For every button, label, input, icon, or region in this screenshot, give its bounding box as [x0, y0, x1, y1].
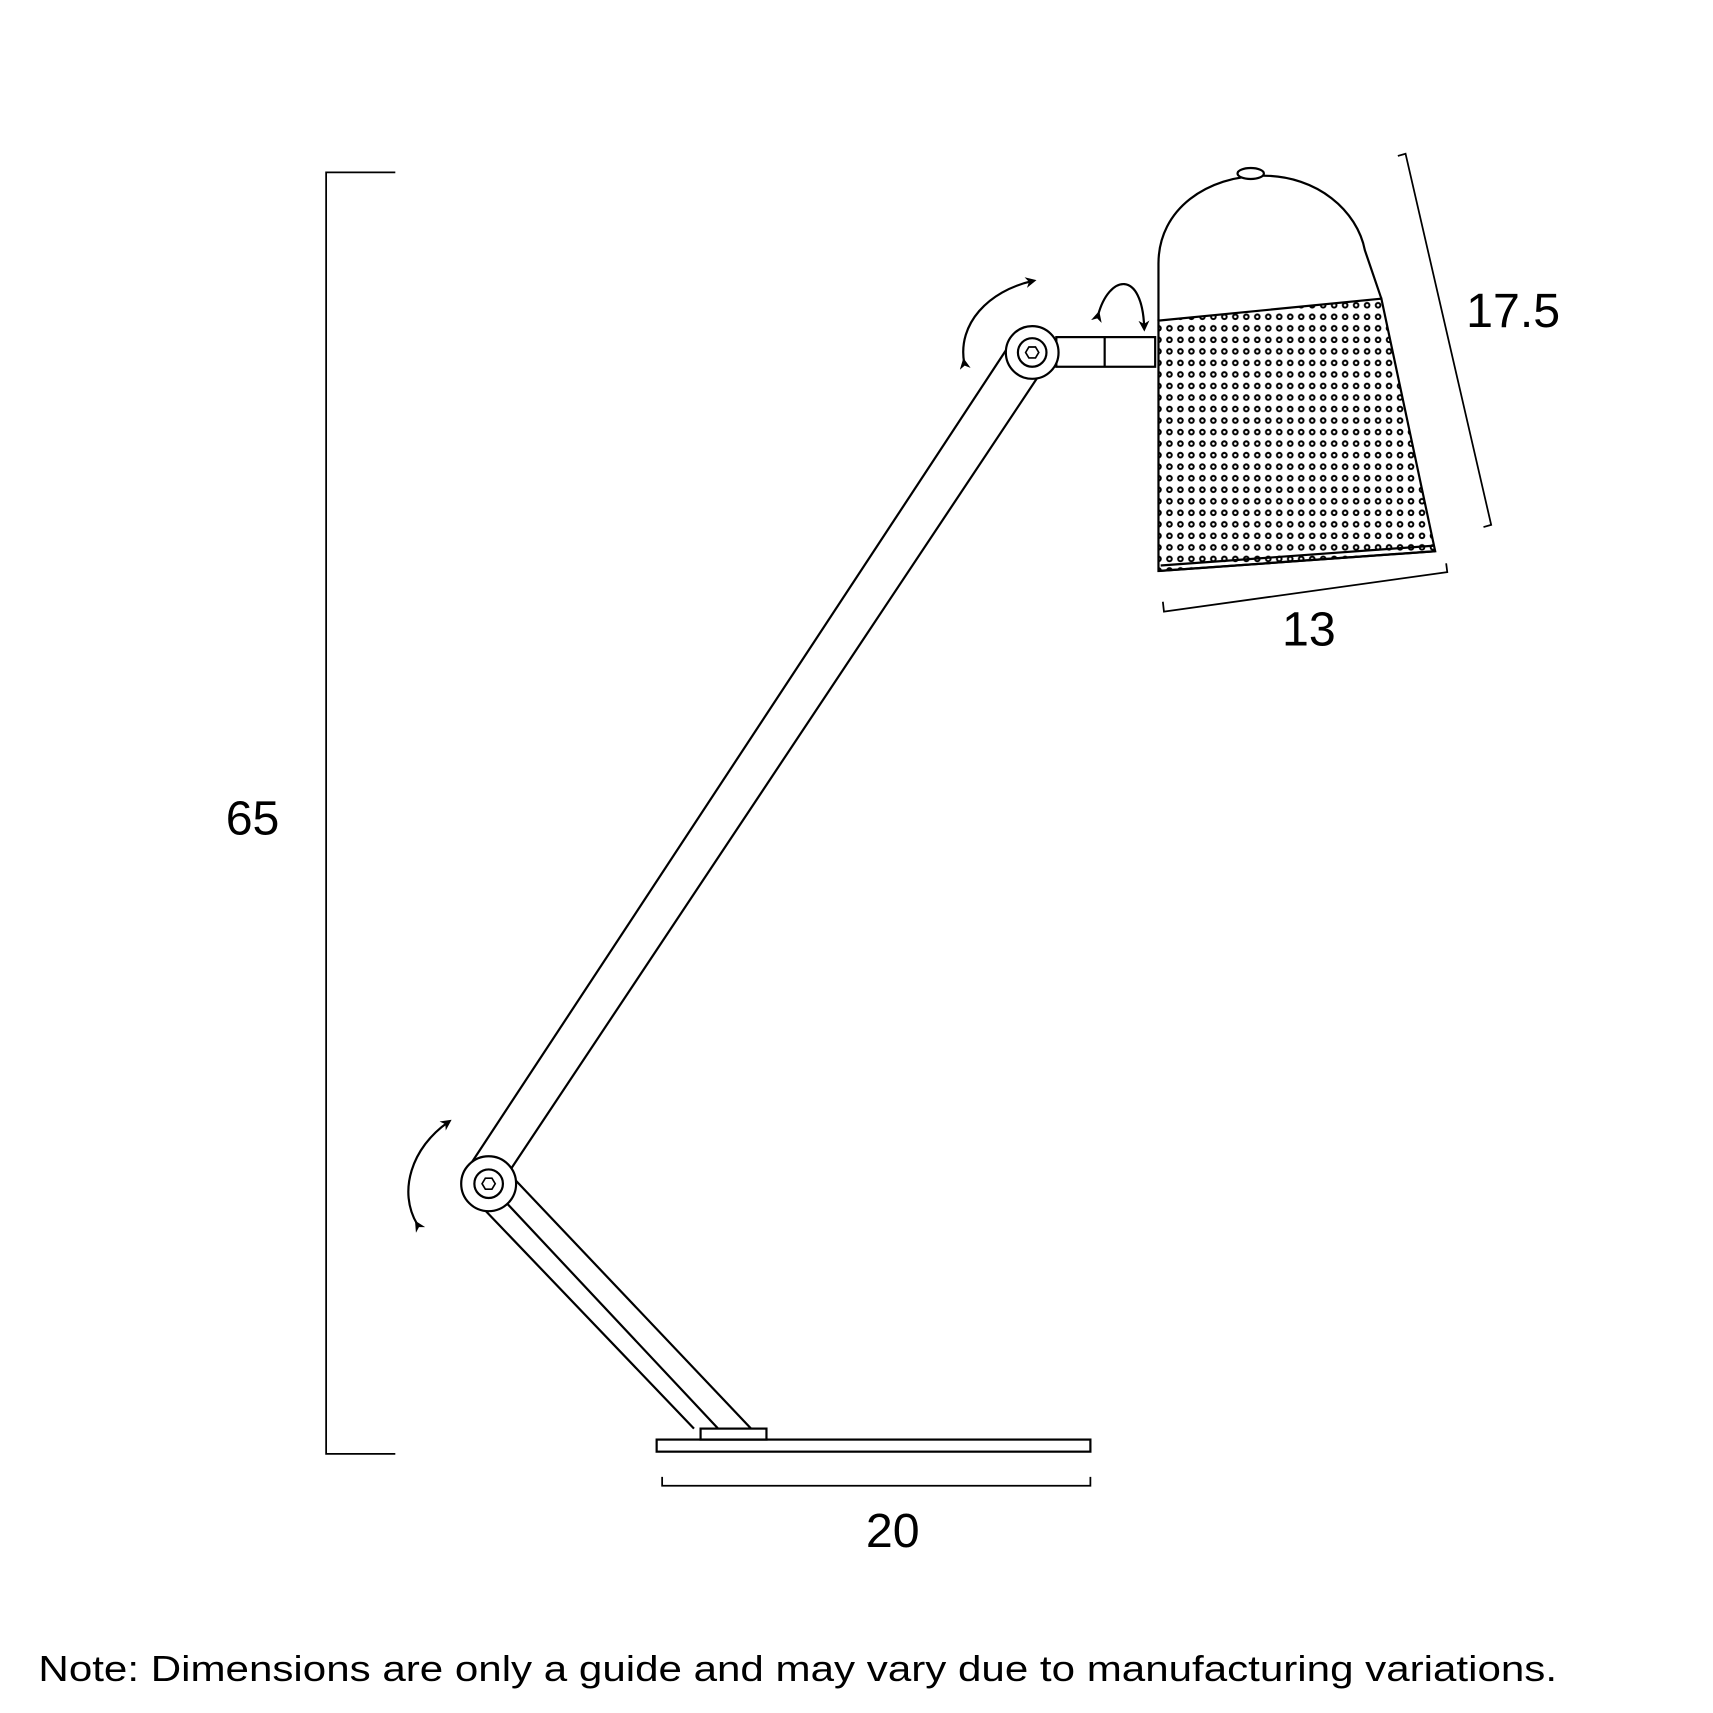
lamp-shade: [1157, 166, 1437, 573]
base-width-label: 20: [866, 1504, 920, 1558]
lower-joint: [460, 1155, 518, 1213]
shade-width-label: 13: [1282, 603, 1336, 657]
upper-joint: [1004, 325, 1157, 380]
height-dimension: 65: [226, 171, 396, 1455]
rotation-arrows: [407, 277, 1150, 1233]
upper-arm: [471, 339, 1049, 1174]
shade-height-dimension: 17.5: [1397, 152, 1560, 528]
lower-arm: [473, 1171, 752, 1430]
disclaimer-note: Note: Dimensions are only a guide and ma…: [38, 1648, 1557, 1689]
upper-joint-rotate-arrow-icon: [959, 277, 1037, 370]
shade-rotate-arrow-icon: [1091, 283, 1150, 332]
height-dimension-label: 65: [226, 792, 280, 846]
shade-width-dimension: 13: [1161, 563, 1449, 657]
shade-height-label: 17.5: [1466, 284, 1560, 338]
lamp-base: [655, 1427, 1092, 1453]
base-width-dimension: 20: [661, 1476, 1092, 1558]
lower-joint-rotate-arrow-icon: [407, 1119, 452, 1233]
